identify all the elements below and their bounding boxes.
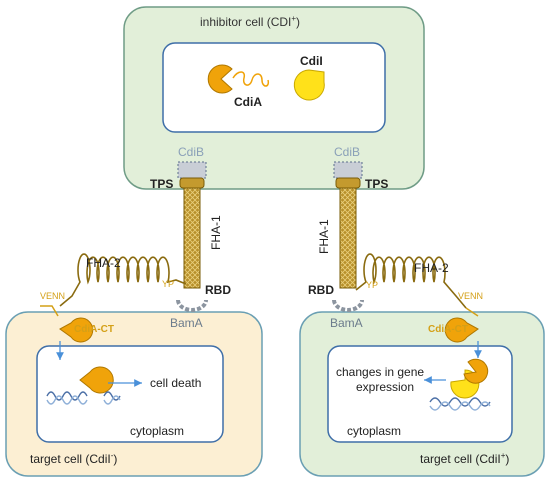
rbd-left-label: RBD (205, 283, 231, 297)
right-target-title: target cell (CdiI+) (420, 451, 510, 466)
left-target-title-text: target cell (CdiI (30, 452, 111, 466)
right-target-title-sup: + (500, 451, 506, 460)
cytoplasm-left-label: cytoplasm (130, 424, 185, 438)
tps-right-icon (335, 177, 361, 189)
toxin-right-complex-icon (463, 358, 489, 384)
cdia-ct-right-icon (444, 317, 479, 343)
inhibitor-cell-title: inhibitor cell (CDI+) (200, 14, 301, 29)
bama-left-icon (176, 299, 208, 312)
cdii-immunity-icon (293, 69, 325, 101)
inhibitor-title-end: ) (296, 15, 301, 29)
left-target-title: target cell (CdiI-) (30, 451, 118, 466)
fha2-right-coil (355, 253, 467, 309)
inhibitor-title-sup: + (291, 14, 297, 23)
fha1-right-stalk (339, 187, 357, 289)
left-target-title-end: ) (113, 452, 118, 466)
inhibitor-title-text: inhibitor cell (CDI (200, 15, 292, 29)
dna-left-icon-1 (46, 391, 88, 401)
gene-expression-label-2: expression (356, 380, 415, 394)
left-target-title-sup: - (110, 451, 114, 460)
cdii-label: CdiI (300, 54, 323, 68)
dna-left-icon-2 (103, 391, 121, 401)
toxin-cytoplasm-left-icon (79, 366, 114, 394)
dna-right-icon (429, 397, 491, 407)
cdib-left-icon (177, 161, 207, 179)
fha2-right-label: FHA-2 (414, 261, 449, 275)
cdia-ct-left-icon (59, 317, 94, 343)
right-target-title-text: target cell (CdiI (420, 452, 501, 466)
fha2-left-label: FHA-2 (86, 256, 121, 270)
cytoplasm-right-label: cytoplasm (347, 424, 402, 438)
yp-right-label: YP (366, 280, 379, 290)
cdib-right-icon (333, 161, 363, 179)
cell-death-label: cell death (150, 376, 202, 390)
cdia-toxin-icon (207, 64, 233, 94)
bama-left-label: BamA (170, 316, 203, 330)
cdib-left-label: CdiB (178, 145, 205, 159)
cdia-ct-left-label: CdiA-CT (74, 324, 114, 335)
cdia-ct-right-label: CdiA-CT (428, 324, 468, 335)
cdib-right-label: CdiB (334, 145, 361, 159)
fha1-right-label: FHA-1 (317, 219, 331, 254)
tps-right-label: TPS (365, 177, 389, 191)
dna-left-icon-2b (103, 395, 121, 405)
tps-left-icon (179, 177, 205, 189)
venn-right-label: VENN (458, 291, 484, 301)
right-target-title-end: ) (505, 452, 510, 466)
venn-left-label: VENN (40, 291, 66, 301)
fha2-left-coil (59, 253, 187, 307)
yp-left-label: YP (162, 279, 175, 289)
fha1-left-stalk (183, 187, 201, 289)
tps-left-label: TPS (150, 177, 174, 191)
fha1-left-label: FHA-1 (209, 215, 223, 250)
bama-right-icon (332, 299, 364, 312)
inhibitor-cytoplasm (162, 42, 386, 133)
cdia-squiggle-icon (232, 71, 270, 87)
gene-expression-label-1: changes in gene (336, 365, 425, 379)
dna-right-icon-b (429, 401, 491, 411)
cdia-label: CdiA (234, 95, 262, 109)
venn-right-line (465, 307, 479, 317)
bama-right-label: BamA (330, 316, 363, 330)
venn-left-line (40, 305, 59, 317)
dna-left-icon-1b (46, 395, 88, 405)
left-target-cytoplasm (36, 345, 224, 443)
rbd-right-label: RBD (308, 283, 334, 297)
